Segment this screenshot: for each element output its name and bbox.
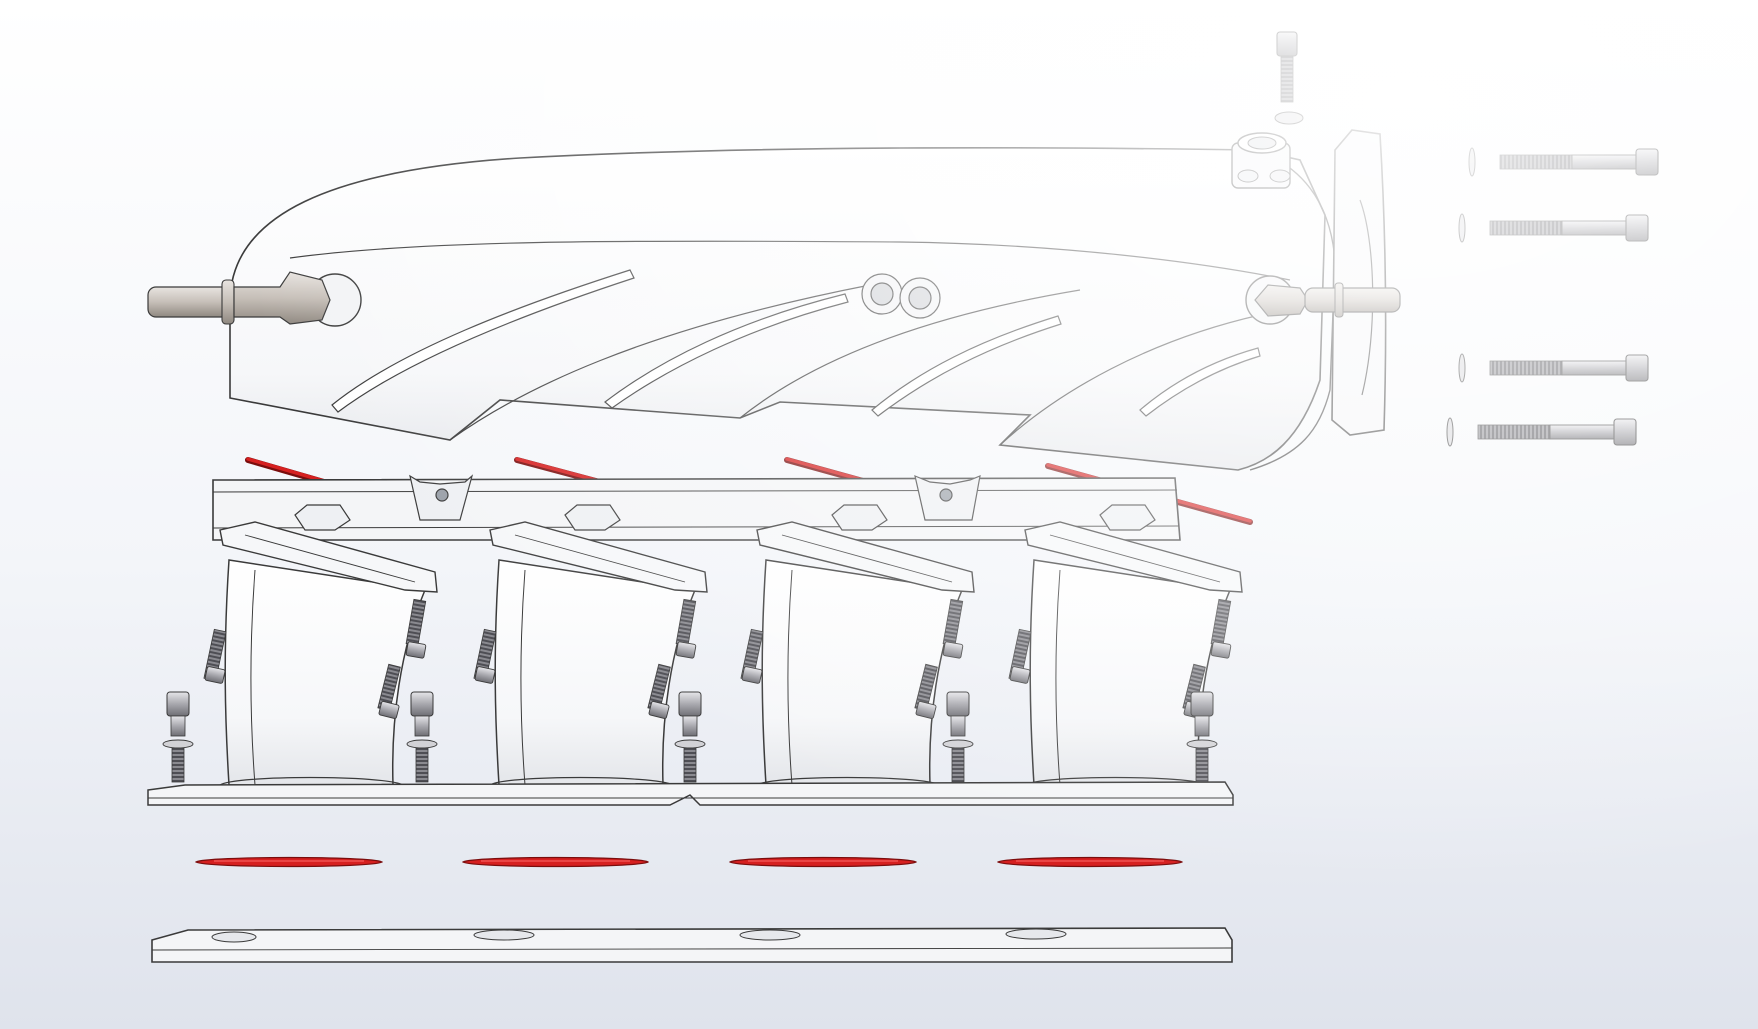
runner-stud[interactable] (203, 628, 227, 684)
runner-bolt[interactable] (942, 691, 974, 783)
runner-stud[interactable] (914, 663, 938, 719)
runner-bolts (162, 691, 1218, 783)
injector-stud[interactable] (675, 598, 697, 659)
throttle-flange-bolts (1446, 147, 1659, 447)
runner-bolt[interactable] (162, 691, 194, 783)
runner[interactable] (473, 504, 708, 786)
boss-washer[interactable] (1274, 111, 1304, 125)
plenum-rib-grooves (331, 269, 1261, 417)
plenum-fin (449, 284, 871, 441)
head-spacer-plate[interactable] (151, 927, 1233, 963)
injector-stud[interactable] (1210, 598, 1232, 659)
rail-mount-tab (409, 474, 981, 521)
fitting-right[interactable] (1254, 282, 1401, 318)
runner-bolt[interactable] (406, 691, 438, 783)
port-gaskets (194, 856, 1184, 868)
vacuum-port-pair[interactable] (861, 273, 941, 319)
plenum-crease (289, 240, 1291, 281)
runner-base-flange[interactable] (147, 781, 1234, 806)
runner-stud[interactable] (1008, 628, 1032, 684)
plenum-top-boss[interactable] (1231, 132, 1291, 189)
boss-screw[interactable] (1276, 31, 1298, 103)
port-gasket[interactable] (728, 856, 918, 868)
port-gasket[interactable] (996, 856, 1184, 868)
runner-stud[interactable] (647, 663, 671, 719)
port-gasket[interactable] (194, 856, 384, 868)
runner[interactable] (203, 504, 438, 786)
flange-bolt[interactable] (1458, 213, 1649, 243)
runner-bolt[interactable] (1186, 691, 1218, 783)
fitting-left[interactable] (147, 271, 331, 325)
runner[interactable] (740, 504, 975, 786)
port-gasket[interactable] (461, 856, 650, 868)
flange-bolt[interactable] (1458, 353, 1649, 383)
fuel-rail[interactable] (212, 474, 1181, 541)
runner-set (203, 504, 1243, 786)
plenum[interactable] (229, 129, 1387, 471)
runner-stud[interactable] (740, 628, 764, 684)
injector-stud[interactable] (942, 598, 964, 659)
runner[interactable] (1008, 504, 1243, 786)
plenum-body (229, 146, 1326, 471)
injector-stud[interactable] (405, 598, 427, 659)
flange-bolt[interactable] (1446, 417, 1637, 447)
throttle-flange[interactable] (1331, 129, 1387, 436)
runner-stud[interactable] (377, 663, 401, 719)
runner-bolt[interactable] (674, 691, 706, 783)
plenum-fin (739, 289, 1081, 419)
flange-bolt[interactable] (1468, 147, 1659, 177)
plenum-fin (999, 314, 1261, 446)
runner-stud[interactable] (473, 628, 497, 684)
